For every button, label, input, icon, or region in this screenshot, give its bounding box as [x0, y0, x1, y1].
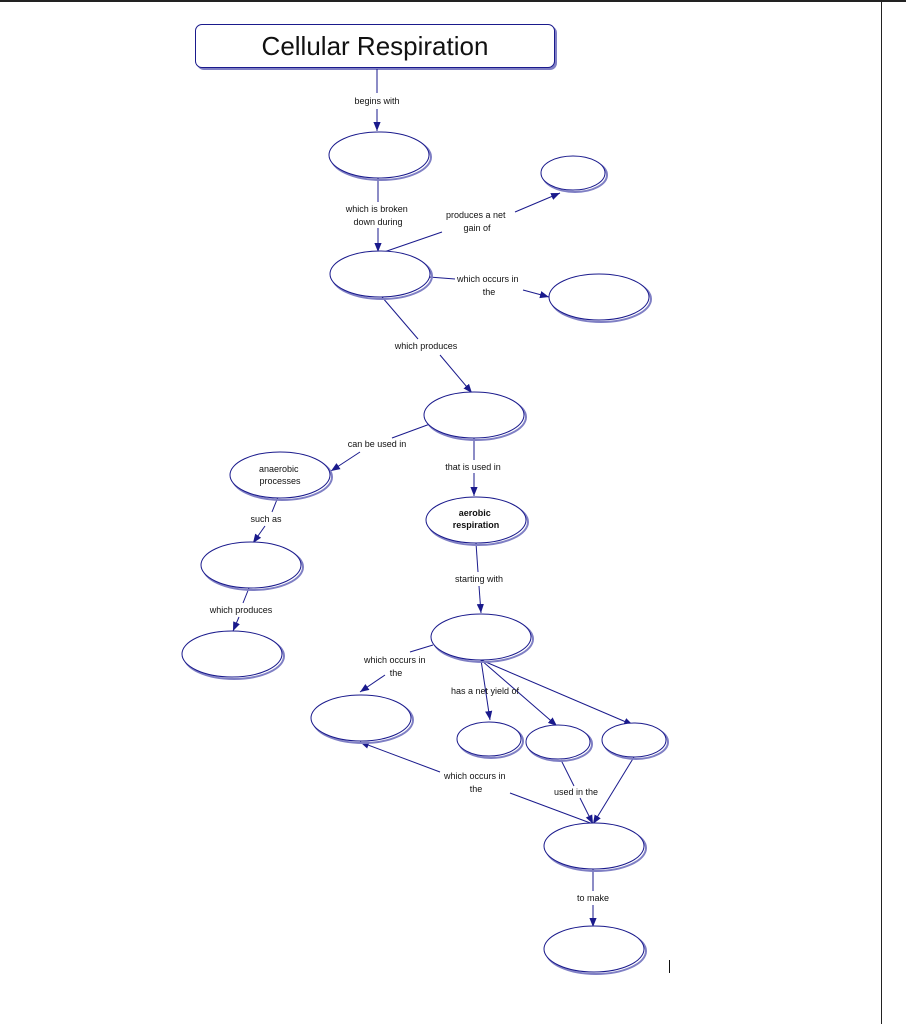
- concept-node[interactable]: [181, 630, 285, 680]
- connector: [480, 659, 493, 721]
- concept-node[interactable]: [525, 724, 593, 762]
- link-label-can-be-used-in: can be used in: [348, 439, 407, 449]
- concept-node[interactable]: [329, 250, 433, 300]
- link-label-which-produces: which produces: [394, 341, 458, 351]
- connector: [359, 674, 386, 693]
- concept-node[interactable]: [543, 925, 647, 975]
- right-border: [881, 0, 882, 1024]
- concept-node[interactable]: [601, 722, 669, 760]
- title-text: Cellular Respiration: [261, 30, 489, 61]
- connector: [475, 542, 479, 573]
- concept-node[interactable]: [200, 541, 304, 591]
- concept-node[interactable]: [328, 131, 432, 181]
- connector: [252, 525, 266, 544]
- connector: [232, 616, 240, 632]
- connector: [579, 797, 594, 825]
- node-text-aerobic: aerobic respiration: [453, 508, 500, 530]
- link-label-used-in-the: used in the: [554, 787, 598, 797]
- connector: [383, 231, 443, 253]
- top-border: [0, 0, 906, 2]
- link-label-begins-with: begins with: [354, 96, 399, 106]
- connector: [439, 354, 473, 394]
- text-cursor-mark: [669, 960, 670, 973]
- link-label-starting-with: starting with: [455, 574, 503, 584]
- link-label-net-gain: produces a net gain of: [446, 210, 508, 233]
- link-label-that-is-used-in: that is used in: [445, 462, 501, 472]
- link-label-such-as: such as: [250, 514, 282, 524]
- concept-node[interactable]: [540, 155, 608, 193]
- link-label-to-make: to make: [577, 893, 609, 903]
- node-text-anaerobic: anaerobic processes: [259, 464, 301, 486]
- link-label-net-yield: has a net yield of: [451, 686, 520, 696]
- concept-node[interactable]: [430, 613, 534, 663]
- concept-node[interactable]: [548, 273, 652, 323]
- connector: [509, 792, 594, 825]
- connector: [330, 451, 361, 472]
- connector: [476, 585, 484, 614]
- concept-node[interactable]: [423, 391, 527, 441]
- connector: [522, 289, 550, 299]
- connector: [480, 659, 558, 727]
- title-node[interactable]: Cellular Respiration: [195, 24, 555, 68]
- link-label-occurs-in: which occurs in the: [456, 274, 521, 297]
- connector: [409, 644, 434, 653]
- connector: [514, 192, 561, 213]
- link-label-occurs-in-2: which occurs in the: [363, 655, 428, 678]
- connector: [560, 759, 575, 787]
- concept-node[interactable]: [310, 694, 414, 744]
- concept-node[interactable]: [456, 721, 524, 759]
- link-label-occurs-in-3: which occurs in the: [443, 771, 508, 794]
- connector: [359, 741, 441, 773]
- connector: [381, 296, 419, 340]
- concept-node-anaerobic[interactable]: anaerobic processes: [229, 451, 333, 501]
- link-label-broken-down: which is broken down during: [345, 204, 411, 227]
- connector: [592, 756, 635, 825]
- connector: [428, 276, 456, 280]
- connector: [480, 659, 634, 726]
- concept-node-aerobic[interactable]: aerobic respiration: [425, 496, 529, 546]
- link-label-which-produces-2: which produces: [209, 605, 273, 615]
- connector: [391, 423, 431, 439]
- concept-node[interactable]: [543, 822, 647, 872]
